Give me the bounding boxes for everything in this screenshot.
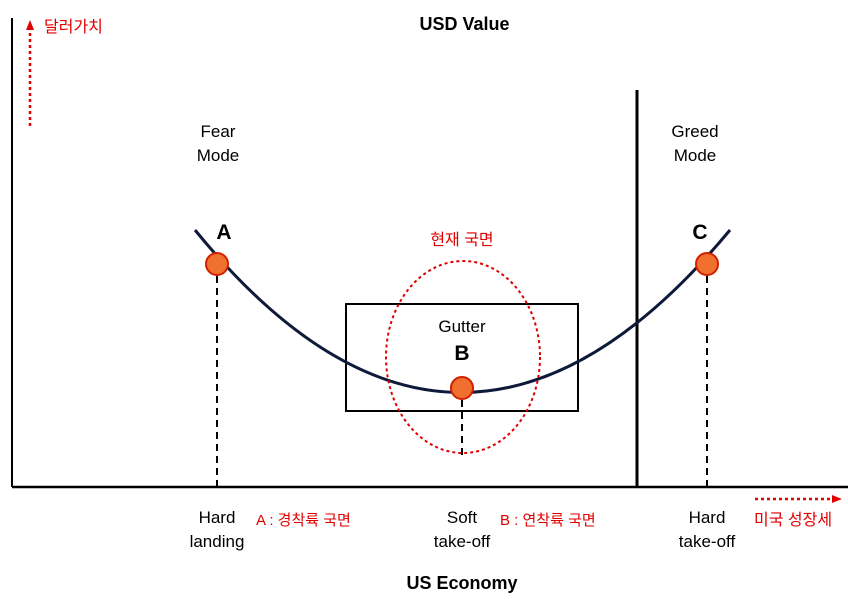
soft-takeoff-line2: take-off bbox=[433, 532, 491, 551]
point-b-letter: B bbox=[454, 342, 470, 365]
current-phase-ellipse bbox=[385, 260, 541, 454]
fear-mode-line2: Mode bbox=[196, 146, 240, 165]
point-a-letter: A bbox=[216, 221, 232, 244]
gutter-box bbox=[345, 303, 579, 412]
greed-mode-label: Greed Mode bbox=[650, 120, 740, 168]
point-c-marker bbox=[695, 252, 719, 276]
y-axis-note: 달러가치 bbox=[44, 19, 103, 36]
hard-landing-label: Hard landing bbox=[172, 506, 262, 554]
smile-curve bbox=[193, 229, 732, 394]
top-title: USD Value bbox=[419, 14, 510, 34]
gutter-label: Gutter bbox=[438, 317, 486, 336]
point-a-marker bbox=[205, 252, 229, 276]
fear-mode-label: Fear Mode bbox=[176, 120, 260, 168]
current-phase-label: 현재 국면 bbox=[430, 232, 494, 249]
soft-takeoff-line1: Soft bbox=[446, 508, 478, 527]
greed-mode-line2: Mode bbox=[673, 146, 717, 165]
hard-landing-line2: landing bbox=[189, 532, 245, 551]
bottom-title: US Economy bbox=[406, 573, 518, 593]
soft-takeoff-label: Soft take-off bbox=[417, 506, 507, 554]
x-axis-note: 미국 성장세 bbox=[754, 512, 833, 529]
hard-takeoff-line1: Hard bbox=[688, 508, 726, 527]
hard-takeoff-line2: take-off bbox=[678, 532, 736, 551]
x-arrow-head bbox=[832, 495, 842, 503]
greed-mode-line1: Greed bbox=[671, 122, 719, 141]
point-b-marker bbox=[450, 376, 474, 400]
y-arrow-head bbox=[26, 20, 34, 30]
legend-b: B : 연착륙 국면 bbox=[500, 512, 596, 529]
hard-landing-line1: Hard bbox=[198, 508, 236, 527]
fear-mode-line1: Fear bbox=[200, 122, 236, 141]
point-c-letter: C bbox=[692, 221, 708, 244]
hard-takeoff-label: Hard take-off bbox=[662, 506, 752, 554]
legend-a: A : 경착륙 국면 bbox=[256, 512, 351, 529]
